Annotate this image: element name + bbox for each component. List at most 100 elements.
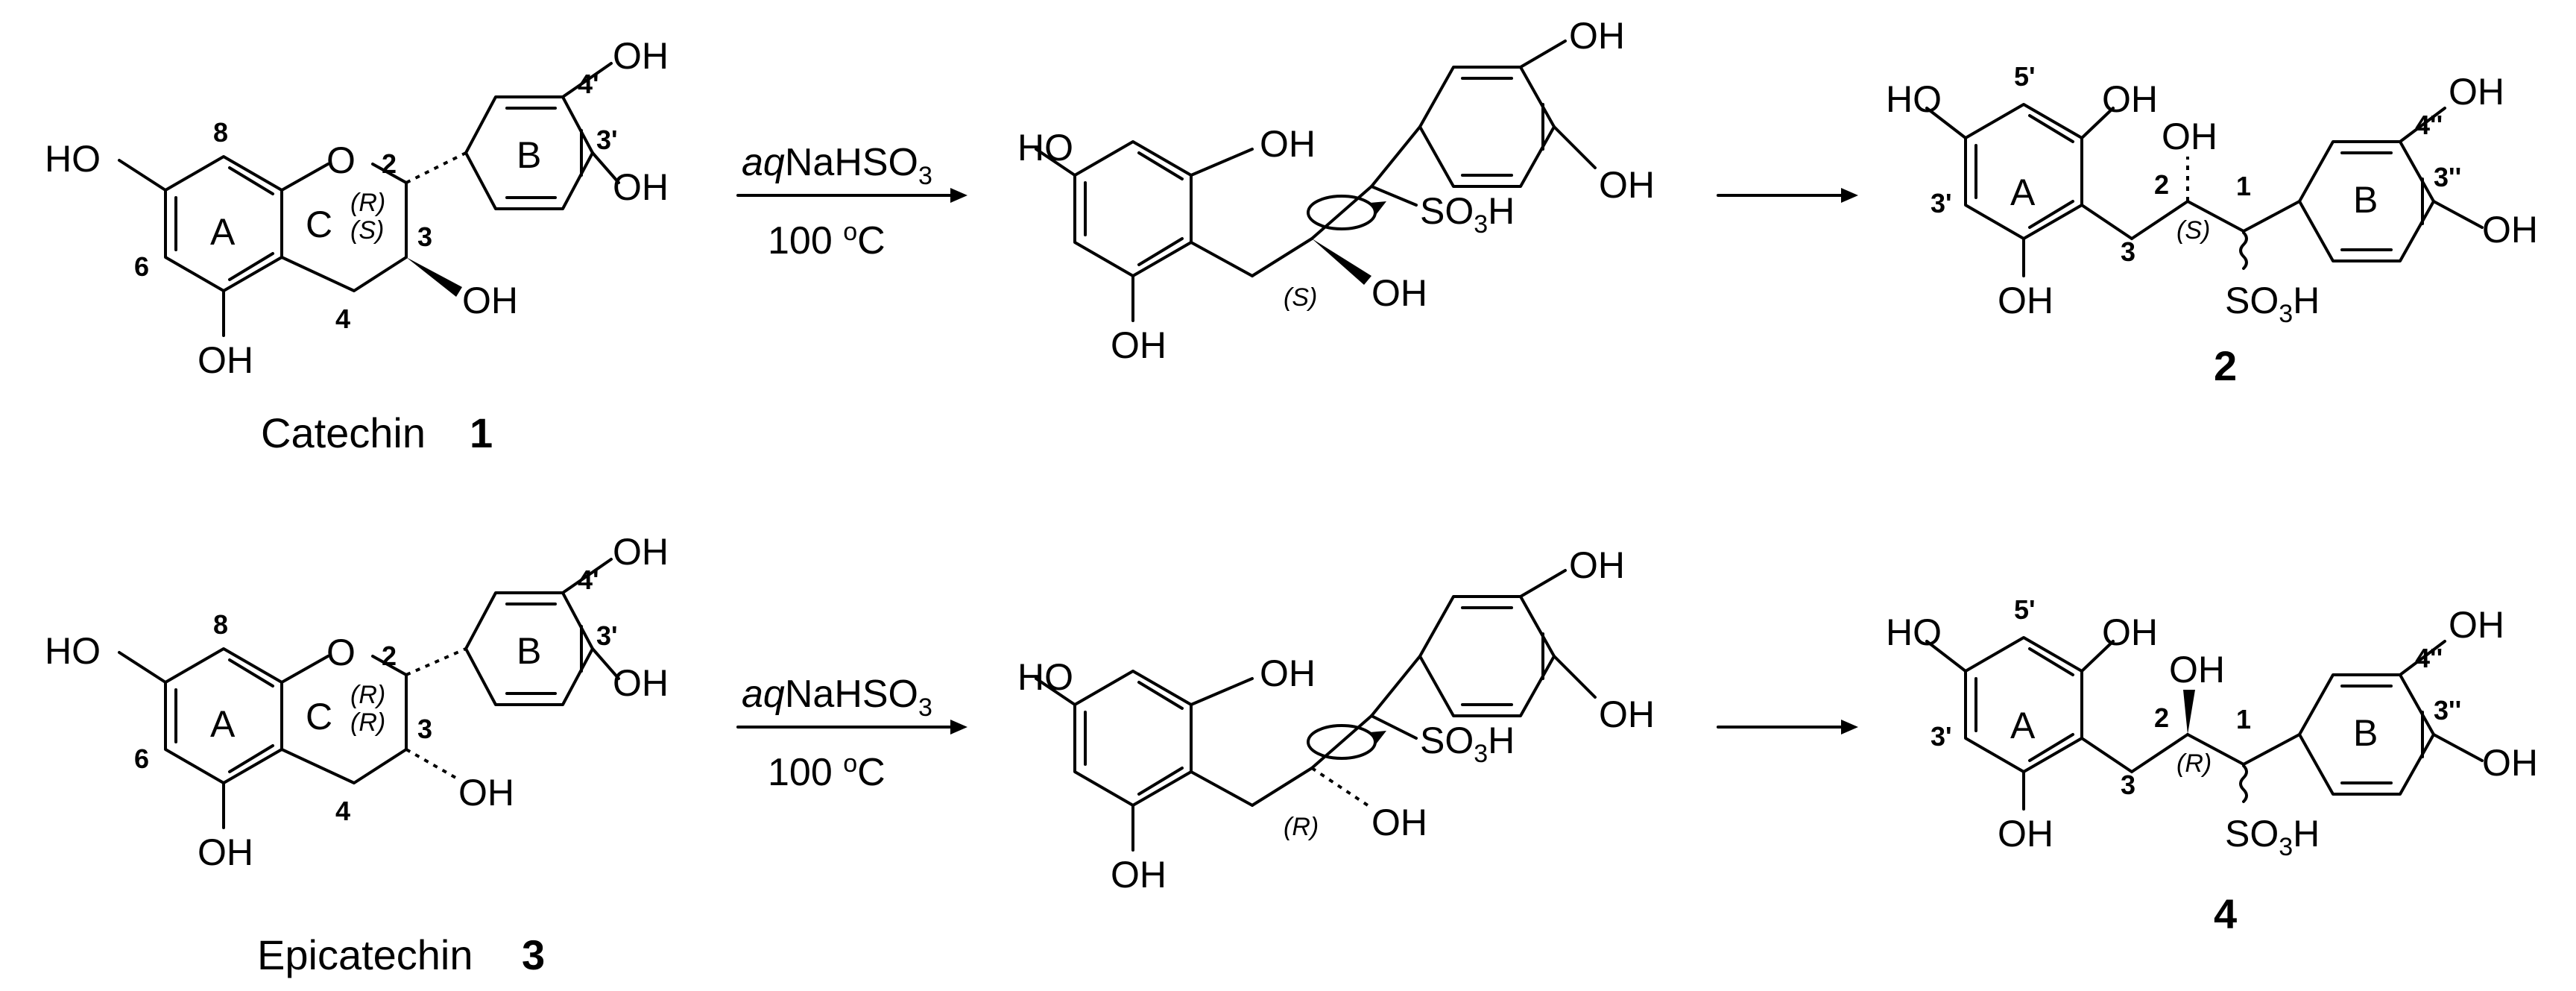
atom-label: 2 bbox=[382, 148, 397, 179]
product-4-structure bbox=[1925, 636, 2484, 811]
oh-label: OH bbox=[1599, 693, 1655, 735]
oh-label: OH bbox=[1111, 854, 1167, 896]
condition-label: 100 oC bbox=[768, 218, 886, 262]
intermediate-structure bbox=[1035, 40, 1597, 322]
ring-a-label: A bbox=[210, 703, 236, 745]
stereo-label: (R) bbox=[350, 189, 385, 217]
atom-label: 3 bbox=[417, 714, 432, 744]
oh-label: OH bbox=[2449, 604, 2504, 646]
ring-oxygen: O bbox=[326, 139, 356, 181]
ring-oxygen: O bbox=[326, 632, 356, 673]
ho-label: HO bbox=[1017, 127, 1073, 169]
oh-label: OH bbox=[1998, 280, 2053, 321]
oh-label: OH bbox=[1371, 272, 1427, 314]
ring-b-label: B bbox=[2353, 712, 2378, 754]
oh-label: OH bbox=[458, 772, 514, 814]
atom-label: 3'' bbox=[2434, 162, 2461, 192]
oh-label: OH bbox=[613, 531, 669, 573]
ho-label: HO bbox=[1017, 656, 1073, 698]
ring-a-label: A bbox=[2010, 705, 2036, 746]
ho-label: HO bbox=[45, 630, 101, 672]
so3h-label: SO3H bbox=[1420, 720, 1515, 768]
stereo-label: (S) bbox=[1284, 283, 1317, 312]
atom-label: 2 bbox=[2154, 702, 2169, 733]
atom-label: 6 bbox=[134, 251, 149, 282]
atom-label: 3'' bbox=[2434, 695, 2461, 726]
so3h-label: SO3H bbox=[2225, 280, 2320, 328]
compound-name: Epicatechin bbox=[257, 931, 473, 978]
ring-a-label: A bbox=[210, 211, 236, 253]
compound-number: 2 bbox=[2214, 342, 2237, 389]
oh-label: OH bbox=[198, 831, 253, 873]
atom-label: 3 bbox=[417, 221, 432, 252]
ho-label: HO bbox=[45, 138, 101, 180]
atom-label: 4' bbox=[578, 69, 599, 99]
stereo-label: (S) bbox=[2176, 216, 2210, 245]
ring-b-label: B bbox=[2353, 179, 2378, 221]
ring-c-label: C bbox=[306, 696, 332, 737]
product-2-structure bbox=[1925, 103, 2484, 277]
atom-label: 4 bbox=[335, 796, 350, 826]
ring-a-label: A bbox=[2010, 172, 2036, 213]
oh-label: OH bbox=[613, 166, 669, 208]
epicatechin-structure bbox=[118, 558, 620, 829]
atom-label: 3 bbox=[2121, 770, 2135, 800]
ho-label: HO bbox=[1886, 78, 1942, 120]
oh-label: OH bbox=[1599, 164, 1655, 206]
atom-label: 8 bbox=[213, 609, 228, 640]
compound-name: Catechin bbox=[261, 409, 426, 456]
atom-label: 2 bbox=[382, 641, 397, 671]
atom-label: 3' bbox=[596, 620, 618, 651]
so3h-label: SO3H bbox=[2225, 813, 2320, 861]
oh-label: OH bbox=[613, 35, 669, 77]
atom-label: 5' bbox=[2014, 594, 2036, 625]
condition-label: 100 oC bbox=[768, 749, 886, 794]
oh-label: OH bbox=[2482, 742, 2538, 784]
oh-label: OH bbox=[462, 280, 518, 321]
ring-b-label: B bbox=[517, 134, 541, 176]
atom-label: 1 bbox=[2236, 704, 2251, 734]
oh-label: OH bbox=[2102, 611, 2158, 653]
oh-label: OH bbox=[1260, 652, 1316, 694]
atom-label: 4 bbox=[335, 303, 350, 334]
atom-label: 3' bbox=[1931, 721, 1952, 752]
stereo-label: (S) bbox=[350, 216, 384, 245]
atom-label: 1 bbox=[2236, 171, 2251, 201]
oh-label: OH bbox=[2162, 116, 2217, 157]
oh-label: OH bbox=[2169, 649, 2225, 690]
catechin-structure bbox=[118, 62, 620, 337]
compound-number: 3 bbox=[522, 931, 545, 978]
ho-label: HO bbox=[1886, 611, 1942, 653]
ring-b-label: B bbox=[517, 630, 541, 672]
atom-label: 2 bbox=[2154, 169, 2169, 200]
oh-label: OH bbox=[2102, 78, 2158, 120]
oh-label: OH bbox=[2449, 71, 2504, 113]
atom-label: 8 bbox=[213, 117, 228, 148]
oh-label: OH bbox=[1569, 544, 1625, 586]
ring-c-label: C bbox=[306, 204, 332, 245]
atom-label: 3' bbox=[1931, 188, 1952, 218]
oh-label: OH bbox=[1111, 324, 1167, 366]
oh-label: OH bbox=[1260, 123, 1316, 165]
stereo-label: (R) bbox=[2176, 749, 2212, 778]
intermediate-structure bbox=[1035, 569, 1597, 852]
oh-label: OH bbox=[2482, 209, 2538, 251]
atom-label: 4' bbox=[578, 564, 599, 595]
atom-label: 3 bbox=[2121, 236, 2135, 267]
compound-number: 4 bbox=[2214, 890, 2237, 937]
atom-label: 5' bbox=[2014, 61, 2036, 92]
atom-label: 4'' bbox=[2415, 643, 2443, 673]
reagent-label: aqNaHSO3 bbox=[742, 141, 932, 190]
stereo-label: (R) bbox=[350, 708, 385, 737]
reagent-label: aqNaHSO3 bbox=[742, 673, 932, 722]
oh-label: OH bbox=[1371, 802, 1427, 843]
atom-label: 6 bbox=[134, 743, 149, 774]
oh-label: OH bbox=[1569, 15, 1625, 57]
oh-label: OH bbox=[198, 339, 253, 381]
compound-number: 1 bbox=[470, 409, 493, 456]
stereo-label: (R) bbox=[1284, 813, 1319, 841]
stereo-label: (R) bbox=[350, 681, 385, 709]
oh-label: OH bbox=[1998, 813, 2053, 855]
oh-label: OH bbox=[613, 662, 669, 704]
